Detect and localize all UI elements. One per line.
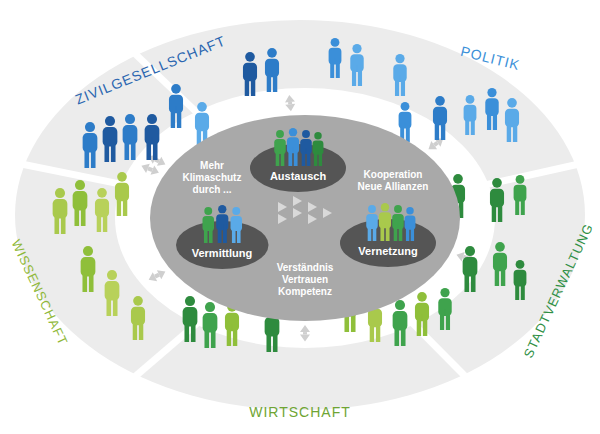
person-figure — [329, 38, 342, 78]
person-figure — [505, 98, 519, 142]
person-figure — [73, 180, 88, 226]
person-figure — [350, 44, 363, 86]
person-figure — [490, 178, 504, 222]
arrow-head — [141, 164, 158, 175]
person-figure — [379, 203, 391, 241]
center-text: Mehr Klimaschutz durch ... — [176, 160, 248, 196]
person-figure — [493, 242, 507, 286]
ellipse-shape — [340, 219, 436, 267]
chevron — [278, 202, 287, 212]
chevron — [308, 214, 317, 224]
person-figure — [243, 52, 257, 96]
person-figure — [393, 54, 406, 96]
person-figure — [203, 302, 218, 348]
flow-arrow — [300, 325, 310, 341]
person-figure — [105, 270, 120, 316]
flow-arrow — [428, 139, 443, 150]
arrow-shaft — [288, 102, 292, 104]
person-figure — [95, 188, 109, 232]
person-figure — [115, 172, 129, 216]
chevron — [278, 214, 287, 224]
person-figure — [274, 130, 286, 166]
person-figure — [405, 207, 416, 241]
person-figure — [313, 132, 324, 166]
person-figure — [433, 96, 447, 140]
activity-ellipse: Austausch — [250, 144, 346, 192]
person-figure — [287, 128, 299, 166]
flow-arrow — [149, 270, 166, 281]
ellipse-shape — [176, 221, 269, 269]
person-figure — [53, 188, 68, 234]
person-figure — [399, 102, 412, 142]
arrow-shaft — [148, 168, 152, 170]
center-text: Verständnis Vertrauen Kompetenz — [262, 262, 348, 298]
person-figure — [230, 207, 242, 243]
person-figure — [183, 296, 198, 342]
chevron — [323, 208, 332, 218]
person-figure — [366, 205, 378, 241]
arrow-head — [300, 325, 310, 341]
arrow-shaft — [155, 275, 159, 277]
chevron — [293, 208, 302, 218]
person-figure — [393, 300, 408, 346]
arrow-shaft — [434, 143, 437, 145]
activity-label: Vermittlung — [192, 247, 253, 260]
activity-label: Austausch — [270, 170, 326, 183]
person-figure — [202, 207, 214, 243]
person-figure — [514, 260, 527, 300]
person-figure — [438, 288, 451, 330]
person-figure — [265, 48, 279, 92]
outer-ring — [15, 20, 585, 410]
chevron — [308, 202, 317, 212]
person-figure — [300, 130, 312, 166]
people-group — [202, 205, 242, 243]
person-figure — [83, 122, 98, 168]
person-figure — [145, 114, 160, 160]
center-ellipse: Mehr Klimaschutz durch ... Kooperation Ne… — [150, 115, 460, 321]
activity-ellipse: Vermittlung — [176, 221, 269, 269]
person-figure — [392, 205, 404, 241]
person-figure — [216, 205, 228, 243]
arrow-shaft — [303, 332, 307, 334]
activity-label: Vernetzung — [358, 245, 417, 258]
person-figure — [81, 246, 96, 292]
ellipse-shape — [250, 144, 346, 192]
person-figure — [131, 296, 145, 340]
arrow-head — [285, 95, 295, 111]
person-figure — [169, 84, 183, 128]
activity-ellipse: Vernetzung — [340, 219, 436, 267]
person-figure — [463, 246, 478, 292]
center-text: Kooperation Neue Allianzen — [350, 169, 436, 193]
person-figure — [464, 95, 477, 135]
sector-name: WIRTSCHAFT — [249, 404, 351, 420]
arrow-head — [428, 139, 443, 150]
ring-gap — [16, 163, 127, 185]
ring-gaps — [16, 50, 583, 379]
arrow-head — [149, 270, 166, 281]
person-figure — [514, 175, 527, 215]
flow-arrow — [285, 95, 295, 111]
person-figure — [103, 116, 118, 162]
person-figure — [485, 88, 498, 130]
flow-arrow — [141, 164, 158, 175]
person-figure — [415, 292, 429, 336]
ring-arrows — [141, 95, 474, 342]
people-group — [366, 203, 415, 241]
person-figure — [123, 114, 138, 160]
ring-hole — [115, 88, 495, 348]
chevron — [293, 196, 302, 206]
people-group — [274, 128, 323, 166]
